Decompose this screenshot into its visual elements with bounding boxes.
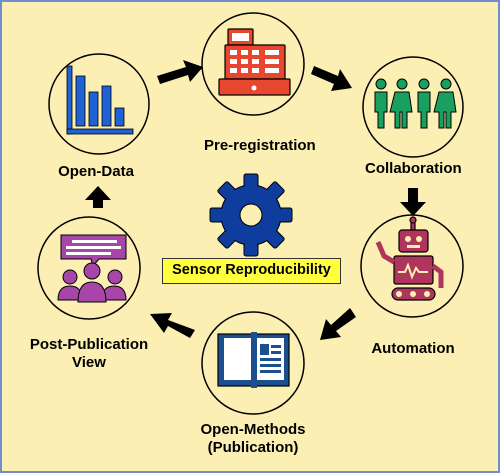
- node-automation: [360, 214, 464, 318]
- gear-icon: [209, 173, 293, 257]
- cycle-arrows: [85, 60, 426, 340]
- label-open-data: Open-Data: [58, 163, 134, 180]
- arrow-open-methods-to-post-publication: [150, 313, 195, 338]
- label-post-publication: Post-Publication: [29, 336, 149, 353]
- node-pre-registration: [201, 12, 305, 116]
- arrow-open-data-to-pre-registration: [157, 60, 203, 84]
- node-open-methods: [201, 311, 305, 415]
- arrow-pre-registration-to-collaboration: [311, 66, 352, 91]
- arrow-collaboration-to-automation: [400, 188, 426, 216]
- people-group-icon: [374, 78, 457, 129]
- arrow-post-publication-to-open-data: [85, 186, 111, 208]
- node-collaboration: [362, 56, 464, 158]
- center-label: Sensor Reproducibility: [162, 258, 341, 284]
- open-book-icon: [217, 332, 290, 388]
- arrow-automation-to-open-methods: [320, 308, 356, 340]
- label-open-methods-subtitle: (Publication): [207, 439, 299, 456]
- label-open-methods: Open-Methods: [200, 421, 306, 438]
- label-post-publication-view: View: [72, 354, 106, 371]
- label-automation: Automation: [371, 340, 455, 357]
- bar-chart-icon: [66, 65, 134, 135]
- node-post-publication: [37, 216, 141, 320]
- node-open-data: [48, 53, 150, 155]
- label-collaboration: Collaboration: [365, 160, 462, 177]
- label-pre-registration: Pre-registration: [204, 137, 316, 154]
